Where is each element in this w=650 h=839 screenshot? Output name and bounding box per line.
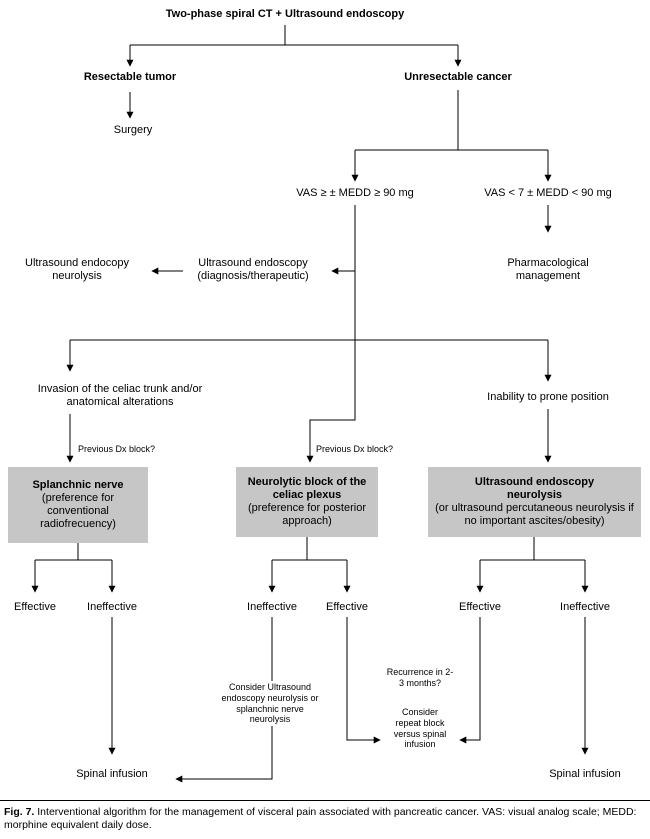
outcome-neurolytic-ineffective: Ineffective — [247, 601, 297, 613]
outcome-usbox-effective: Effective — [459, 601, 501, 613]
edge-right-effective-to-repeat — [459, 617, 481, 744]
node-splanchnic-box: Splanchnic nerve (preference for convent… — [8, 467, 148, 543]
node-us-neurolysis-box: Ultrasound endoscopy neurolysis (or ultr… — [428, 467, 641, 537]
neurolytic-box-title: Neurolytic block of the celiac plexus — [247, 475, 367, 501]
figure-caption-text: Interventional algorithm for the managem… — [4, 806, 637, 832]
node-vas-low: VAS < 7 ± MEDD < 90 mg — [484, 187, 612, 199]
node-us-endoscopy-neurolysis: Ultrasound endocopy neurolysis — [25, 257, 129, 283]
node-neurolytic-box: Neurolytic block of the celiac plexus (p… — [236, 467, 378, 537]
caption-divider — [0, 800, 650, 801]
edge-mid-effective-to-repeat — [346, 617, 381, 744]
node-resectable-tumor: Resectable tumor — [83, 71, 177, 83]
neurolytic-box-subtitle: (preference for posterior approach) — [248, 502, 366, 528]
outcome-neurolytic-effective: Effective — [326, 601, 368, 613]
note-consider-repeat: Consider repeat block versus spinal infu… — [386, 706, 454, 752]
node-unresectable-cancer: Unresectable cancer — [404, 71, 512, 83]
node-spinal-infusion-left: Spinal infusion — [76, 768, 148, 780]
label-previous-dx-mid: Previous Dx block? — [316, 444, 394, 454]
label-previous-dx-left: Previous Dx block? — [78, 444, 156, 454]
node-us-endoscopy-dx: Ultrasound endoscopy (diagnosis/therapeu… — [197, 257, 309, 283]
figure-caption: Fig. 7. Interventional algorithm for the… — [4, 806, 646, 833]
figure-caption-label: Fig. 7. — [4, 806, 35, 818]
outcome-splanchnic-effective: Effective — [14, 601, 56, 613]
edge-vas-high-to-neurolytic-box — [306, 205, 356, 463]
us-neurolysis-box-subtitle: (or ultrasound percutaneous neurolysis i… — [435, 502, 634, 528]
note-consider-us-neurolysis: Consider Ultrasound endoscopy neurolysis… — [218, 681, 322, 727]
node-vas-high: VAS ≥ ± MEDD ≥ 90 mg — [296, 187, 414, 199]
outcome-splanchnic-ineffective: Ineffective — [87, 601, 137, 613]
us-neurolysis-box-title: Ultrasound endoscopy neurolysis — [474, 475, 595, 501]
edge-mid-ineffective-to-spinal — [175, 617, 273, 783]
splanchnic-box-subtitle: (preference for conventional radiofrecue… — [40, 491, 116, 531]
node-celiac-invasion: Invasion of the celiac trunk and/or anat… — [37, 383, 203, 409]
node-root: Two-phase spiral CT + Ultrasound endosco… — [165, 8, 405, 20]
splanchnic-box-title: Splanchnic nerve — [32, 478, 124, 491]
node-prone-inability: Inability to prone position — [487, 391, 609, 403]
node-surgery: Surgery — [113, 124, 153, 136]
node-pharmacological: Pharmacological management — [507, 257, 589, 283]
outcome-usbox-ineffective: Ineffective — [560, 601, 610, 613]
node-spinal-infusion-right: Spinal infusion — [549, 768, 621, 780]
note-recurrence: Recurrence in 2-3 months? — [383, 666, 457, 690]
